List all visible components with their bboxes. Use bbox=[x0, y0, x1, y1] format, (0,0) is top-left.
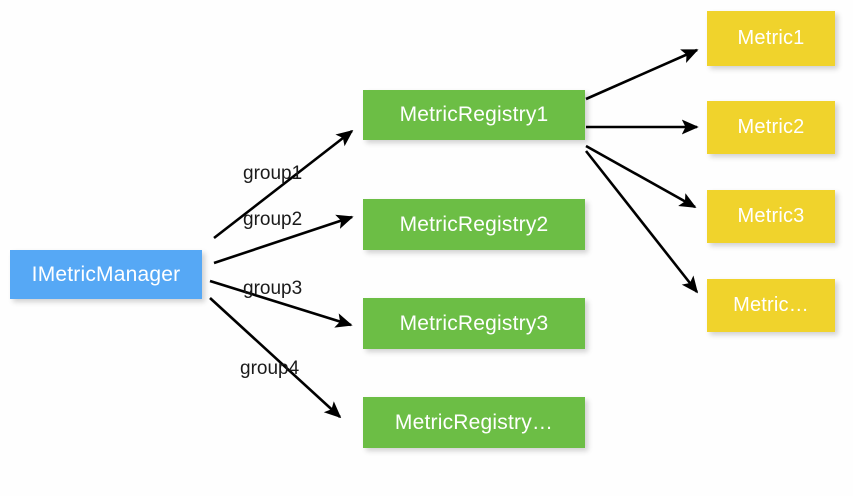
node-metric-2[interactable]: Metric2 bbox=[707, 101, 835, 154]
edge-label-group3: group3 bbox=[243, 278, 303, 299]
node-registry-1[interactable]: MetricRegistry1 bbox=[363, 90, 585, 140]
edge-registry1-to-metric-3 bbox=[585, 144, 697, 209]
node-registry-2[interactable]: MetricRegistry2 bbox=[363, 199, 585, 250]
node-label: Metric… bbox=[733, 294, 809, 316]
node-label: MetricRegistry… bbox=[394, 410, 554, 434]
node-metric-1[interactable]: Metric1 bbox=[707, 11, 835, 66]
edge-label-group4: group4 bbox=[240, 358, 300, 379]
node-label: Metric3 bbox=[737, 205, 805, 227]
node-metric-4[interactable]: Metric… bbox=[707, 279, 835, 332]
edge-label-group2: group2 bbox=[243, 209, 303, 230]
node-imetricmanager[interactable]: IMetricManager bbox=[10, 250, 202, 299]
edge-registry1-to-metric-1 bbox=[585, 48, 699, 101]
node-registry-4[interactable]: MetricRegistry… bbox=[363, 397, 585, 448]
node-label: Metric2 bbox=[737, 116, 805, 138]
node-label: MetricRegistry3 bbox=[399, 311, 549, 335]
edge-registry1-to-metric-4 bbox=[584, 150, 699, 294]
node-registry-3[interactable]: MetricRegistry3 bbox=[363, 298, 585, 349]
node-label: IMetricManager bbox=[31, 262, 181, 286]
registry-edge-group bbox=[584, 48, 699, 294]
node-label: MetricRegistry2 bbox=[399, 212, 549, 236]
node-label: MetricRegistry1 bbox=[399, 103, 549, 126]
node-metric-3[interactable]: Metric3 bbox=[707, 190, 835, 243]
node-label: Metric1 bbox=[737, 27, 805, 49]
edge-label-group1: group1 bbox=[243, 163, 303, 184]
